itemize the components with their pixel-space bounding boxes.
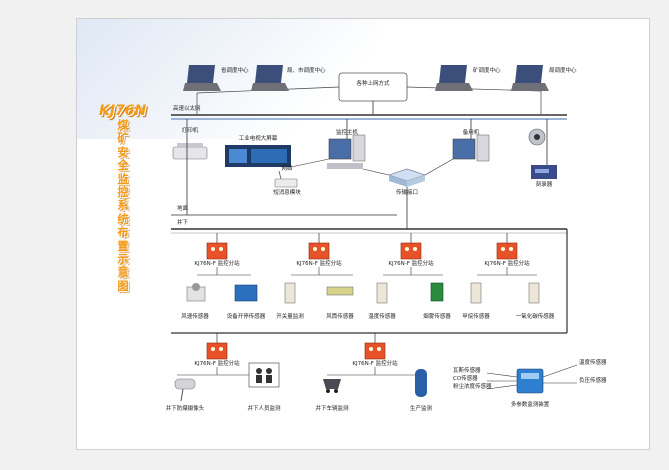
system-subtitle: 煤矿安全监控系统布置示意图 xyxy=(117,119,129,293)
system-diagram xyxy=(171,65,578,402)
hub-input-label: 瓦斯传感器 xyxy=(453,368,481,374)
hub-output-label: 负压传感器 xyxy=(579,378,607,384)
substation-icon xyxy=(308,242,330,260)
sensor-label: 开关量监测 xyxy=(276,314,304,320)
sensor-label: 风速传感器 xyxy=(181,314,209,320)
substation-icon xyxy=(400,242,422,260)
duct-sensor-icon xyxy=(326,286,354,296)
hub-output-label: 温度传感器 xyxy=(579,360,607,366)
personnel-label: 井下人员监测 xyxy=(247,406,281,412)
sensor-label: 一氧化碳传感器 xyxy=(515,314,555,320)
ground-label: 地面 xyxy=(177,206,189,212)
substation-icon xyxy=(496,242,518,260)
laptop-icon xyxy=(435,65,473,91)
dome-camera-icon xyxy=(528,128,546,146)
wind-speed-sensor-icon xyxy=(186,283,206,302)
laptop-icon xyxy=(251,65,289,91)
switch-monitor-icon xyxy=(284,282,296,304)
monitor-host-label: 监控主机 xyxy=(335,130,359,136)
substation-label: KJ76N-F 监控分站 xyxy=(194,361,240,367)
network-access-label: 各种上网方式 xyxy=(356,81,390,87)
sensor-label: 烟雾传感器 xyxy=(423,314,451,320)
hub-input-label: CO传感器 xyxy=(453,376,478,382)
personnel-icon xyxy=(248,362,280,388)
client-label-bureau-city: 局、市调度中心 xyxy=(287,68,326,74)
sensor-label: 温度传感器 xyxy=(368,314,396,320)
substation-label: KJ76N-F 监控分站 xyxy=(484,261,530,267)
methane-sensor-icon xyxy=(470,282,482,304)
flow-label: 生产监测 xyxy=(409,406,433,412)
printer-icon xyxy=(172,143,208,160)
diagram-frame: KJ76N 煤矿安全监控系统布置示意图 各种上网方式 省调度中心 局、市调度中心… xyxy=(76,18,650,450)
tv-wall-label: 工业电视大屏幕 xyxy=(238,136,278,142)
substation-icon xyxy=(364,342,386,360)
ethernet-label: 高速以太网 xyxy=(173,106,201,112)
equipment-status-sensor-icon xyxy=(234,284,258,302)
camera-label: 井下防爆摄像头 xyxy=(165,406,205,412)
car-label: 井下车辆监测 xyxy=(315,406,349,412)
transfer-interface-icon xyxy=(388,168,426,187)
co-sensor-icon xyxy=(528,282,540,304)
substation-label: KJ76N-F 监控分站 xyxy=(388,261,434,267)
hub-input-label: 粉尘浓度传感器 xyxy=(453,384,492,390)
client-label-mine: 矿调度中心 xyxy=(473,68,501,74)
flow-meter-icon xyxy=(415,369,427,397)
substation-label: KJ76N-F 监控分站 xyxy=(296,261,342,267)
substation-icon xyxy=(206,242,228,260)
recorder-label: 刻录器 xyxy=(535,182,553,188)
recorder-icon xyxy=(531,165,557,179)
explosion-proof-camera-icon xyxy=(174,378,196,402)
printer-label: 打印机 xyxy=(181,128,199,134)
network-label: 网络 xyxy=(281,166,293,172)
multi-parameter-hub-icon xyxy=(516,368,544,394)
sms-module-label: 短消息模块 xyxy=(273,190,301,196)
substation-label: KJ76N-F 监控分站 xyxy=(352,361,398,367)
smoke-sensor-icon xyxy=(430,282,444,302)
substation-icon xyxy=(206,342,228,360)
hub-label: 多参数监测装置 xyxy=(510,402,550,408)
sensor-label: 甲烷传感器 xyxy=(462,314,490,320)
laptop-icon xyxy=(511,65,549,91)
sensor-label: 设备开停传感器 xyxy=(226,314,266,320)
mine-car-icon xyxy=(323,379,341,393)
router-icon xyxy=(274,170,298,188)
client-label-bureau: 局调度中心 xyxy=(549,68,577,74)
sensor-label: 风筒传感器 xyxy=(326,314,354,320)
substation-label: KJ76N-F 监控分站 xyxy=(194,261,240,267)
underground-label: 井下 xyxy=(177,220,189,226)
backup-host-label: 备用机 xyxy=(462,130,480,136)
laptop-icon xyxy=(183,65,221,91)
video-wall-icon xyxy=(225,145,291,167)
transfer-label: 传输接口 xyxy=(395,190,419,196)
client-label-province: 省调度中心 xyxy=(221,68,249,74)
backup-host-icon xyxy=(452,134,490,162)
system-code-title: KJ76N xyxy=(99,103,147,119)
monitor-host-icon xyxy=(327,134,366,169)
temperature-sensor-icon xyxy=(376,282,388,304)
